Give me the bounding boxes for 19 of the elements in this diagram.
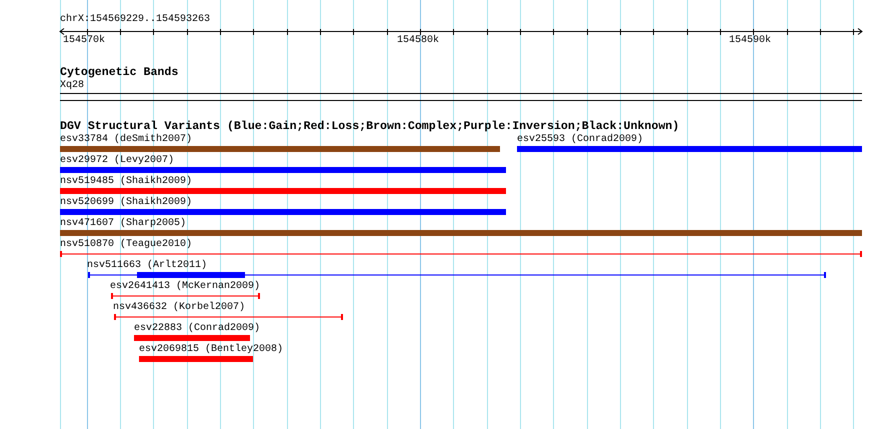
variant-label: nsv519485 (Shaikh2009) [60,176,192,188]
variant-label: esv29972 (Levy2007) [60,155,174,167]
variant-label: nsv520699 (Shaikh2009) [60,197,192,209]
variant-label: esv2641413 (McKernan2009) [110,281,260,293]
variant-label: esv2069815 (Bentley2008) [139,344,284,356]
variant-label: nsv436632 (Korbel2007) [113,302,246,314]
variant-label: nsv471607 (Sharp2005) [60,218,186,230]
position-label: chrX:154569229..154593263 [60,14,210,26]
tick-label: 154590k [729,35,772,47]
track-title: DGV Structural Variants (Blue:Gain;Red:Loss;Brown:Complex;Purple:Inversion;Black:Unknown) [60,121,680,133]
track-title: Cytogenetic Bands [60,67,178,79]
variant-label: esv22883 (Conrad2009) [134,323,260,335]
variant-label: esv25593 (Conrad2009) [517,134,644,146]
variant-label: esv33784 (deSmith2007) [60,134,192,146]
variant-label: nsv511663 (Arlt2011) [87,260,208,272]
band-label: Xq28 [60,80,84,92]
variant-label: nsv510870 (Teague2010) [60,239,192,251]
tick-label: 154570k [63,35,106,47]
tick-label: 154580k [397,35,440,47]
